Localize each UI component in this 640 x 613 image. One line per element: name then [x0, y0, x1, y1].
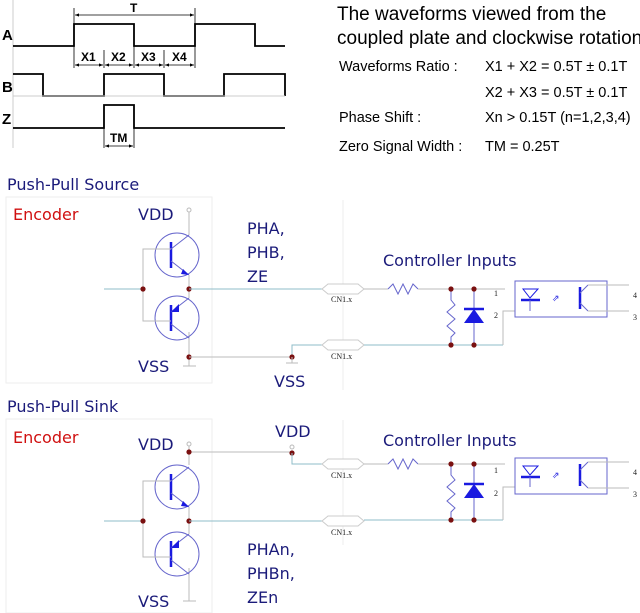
source-output-label-ze: ZE [247, 267, 268, 286]
source-lower-emitter-arrow [171, 304, 179, 312]
sink-connector-1 [321, 458, 365, 470]
source-connector-label-1: CN1.x [331, 295, 352, 304]
spec-label-waveforms-ratio: Waveforms Ratio : [339, 59, 458, 75]
sink-opto-light-icon: ⇗ [552, 471, 560, 481]
sink-output-label-phan: PHAn, [247, 540, 295, 559]
sink-shunt-resistor [446, 464, 456, 520]
source-section-title: Push-Pull Source [7, 175, 139, 194]
sink-upper-emitter-arrow [181, 501, 189, 507]
sink-vdd-terminal [186, 441, 192, 447]
timing-diagram: A B Z T X1 X2 X3 X4 TM [2, 0, 286, 148]
source-vdd-label: VDD [138, 205, 174, 224]
source-pin-1: 1 [494, 289, 498, 298]
spec-panel: The waveforms viewed from the coupled pl… [337, 4, 640, 155]
source-opto-led [521, 288, 540, 299]
source-pin-3: 3 [633, 313, 637, 322]
spec-title-line1: The waveforms viewed from the [337, 4, 606, 25]
interval-label-x3: X3 [141, 50, 156, 64]
waveform-b [13, 73, 286, 97]
source-output-label-pha: PHA, [247, 219, 285, 238]
source-encoder-box [5, 196, 213, 384]
sink-output-label-zen: ZEn [247, 588, 278, 607]
source-upper-emitter-arrow [181, 269, 189, 275]
source-vdd-terminal [186, 207, 192, 213]
push-pull-source-circuit: Push-Pull Source Encoder VDD VSS PHA, PH… [5, 175, 637, 391]
push-pull-sink-circuit: Push-Pull Sink Encoder VDD VSS VDD PHAn,… [5, 397, 637, 613]
spec-value-ratio-1: X1 + X2 = 0.5T ± 0.1T [485, 59, 627, 75]
sink-connector-label-1: CN1.x [331, 471, 352, 480]
source-base-node [140, 286, 146, 292]
sink-pin-4: 4 [633, 468, 637, 477]
interval-label-x2: X2 [111, 50, 126, 64]
sink-pin-2: 2 [494, 489, 498, 498]
sink-opto-led [521, 465, 540, 476]
signal-label-z: Z [2, 111, 11, 128]
spec-value-zero-signal-width: TM = 0.25T [485, 139, 560, 155]
spec-label-zero-signal-width: Zero Signal Width : [339, 139, 462, 155]
sink-vdd-label: VDD [138, 435, 174, 454]
source-pin-4: 4 [633, 291, 637, 300]
sink-section-title: Push-Pull Sink [7, 397, 119, 416]
sink-series-resistor [387, 457, 419, 471]
source-protection-diode [464, 309, 484, 323]
sink-lower-emitter-arrow [171, 540, 179, 548]
source-series-resistor [387, 282, 419, 296]
source-connector-2 [321, 339, 365, 351]
waveform-z [13, 104, 285, 129]
sink-vss-label: VSS [138, 592, 169, 611]
sink-encoder-label: Encoder [13, 428, 79, 447]
source-vss-label: VSS [138, 357, 169, 376]
sink-output-label-phbn: PHBn, [247, 564, 295, 583]
interval-label-x4: X4 [172, 50, 187, 64]
source-upper-transistor [153, 231, 201, 279]
source-output-label-phb: PHB, [247, 243, 285, 262]
zero-width-label: TM [110, 131, 127, 145]
source-shunt-resistor [446, 289, 456, 345]
sink-supply-label: VDD [275, 422, 311, 441]
sink-lower-transistor [153, 530, 201, 578]
spec-value-ratio-2: X2 + X3 = 0.5T ± 0.1T [485, 85, 627, 101]
source-optocoupler [514, 280, 608, 318]
source-connector-label-2: CN1.x [331, 352, 352, 361]
sink-base-node [140, 518, 146, 524]
sink-connector-label-2: CN1.x [331, 528, 352, 537]
spec-title-line2: coupled plate and clockwise rotation [337, 28, 640, 49]
sink-encoder-box [5, 418, 213, 613]
spec-label-phase-shift: Phase Shift : [339, 110, 421, 126]
waveform-a [13, 23, 285, 47]
interval-label-x1: X1 [81, 50, 96, 64]
sink-optocoupler [514, 457, 608, 495]
source-controller-label: Controller Inputs [383, 251, 517, 270]
signal-label-b: B [2, 79, 13, 96]
sink-pin-1: 1 [494, 466, 498, 475]
source-lower-transistor [153, 294, 201, 342]
spec-value-phase-shift: Xn > 0.15T (n=1,2,3,4) [485, 110, 631, 126]
source-opto-light-icon: ⇗ [552, 294, 560, 304]
source-pin-2: 2 [494, 311, 498, 320]
sink-protection-diode [464, 484, 484, 498]
sink-upper-transistor [153, 463, 201, 511]
signal-label-a: A [2, 27, 13, 44]
source-connector-1 [321, 283, 365, 295]
sink-controller-label: Controller Inputs [383, 431, 517, 450]
source-encoder-label: Encoder [13, 205, 79, 224]
period-label: T [130, 1, 138, 15]
source-ground-label: VSS [274, 372, 305, 391]
sink-connector-2 [321, 515, 365, 527]
sink-pin-3: 3 [633, 490, 637, 499]
